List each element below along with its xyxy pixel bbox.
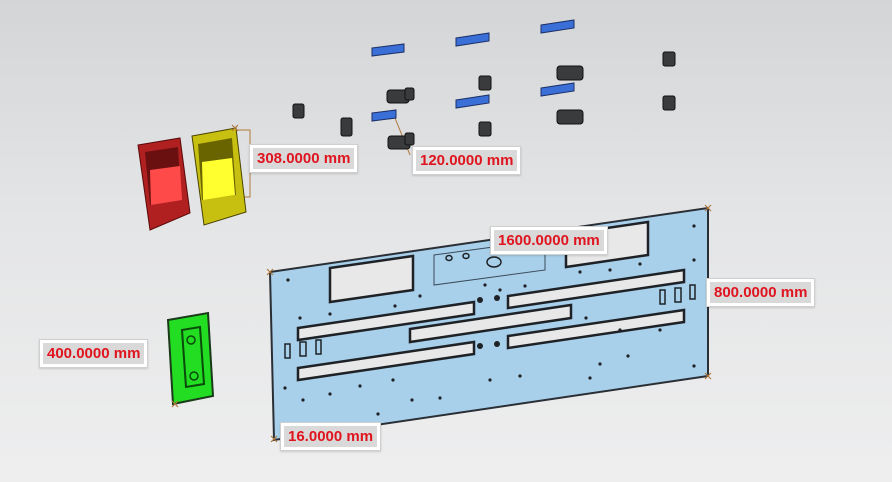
dimension-text: 16.0000 mm <box>284 426 378 447</box>
yellow-box-part[interactable] <box>191 127 247 226</box>
dimension-plate-height[interactable]: 800.0000 mm <box>706 278 816 307</box>
dimension-bracket-length[interactable]: 120.0000 mm <box>412 146 522 175</box>
blue-rail-parts[interactable] <box>371 19 575 122</box>
dimension-plate-thickness[interactable]: 16.0000 mm <box>280 422 382 451</box>
main-plate[interactable] <box>268 206 709 442</box>
dimension-text: 400.0000 mm <box>43 343 145 364</box>
dimension-text: 800.0000 mm <box>710 282 812 303</box>
black-connector-parts[interactable] <box>292 51 676 150</box>
dimension-text: 1600.0000 mm <box>494 230 604 251</box>
dimension-plate-width[interactable]: 1600.0000 mm <box>490 226 608 255</box>
vertex-markers <box>171 124 712 443</box>
dimension-text: 308.0000 mm <box>253 148 355 169</box>
dimension-box-height[interactable]: 308.0000 mm <box>249 144 359 173</box>
green-small-plate[interactable] <box>166 311 215 406</box>
red-box-part[interactable] <box>137 137 191 231</box>
dimension-small-plate-height[interactable]: 400.0000 mm <box>39 339 149 368</box>
dimension-text: 120.0000 mm <box>416 150 518 171</box>
